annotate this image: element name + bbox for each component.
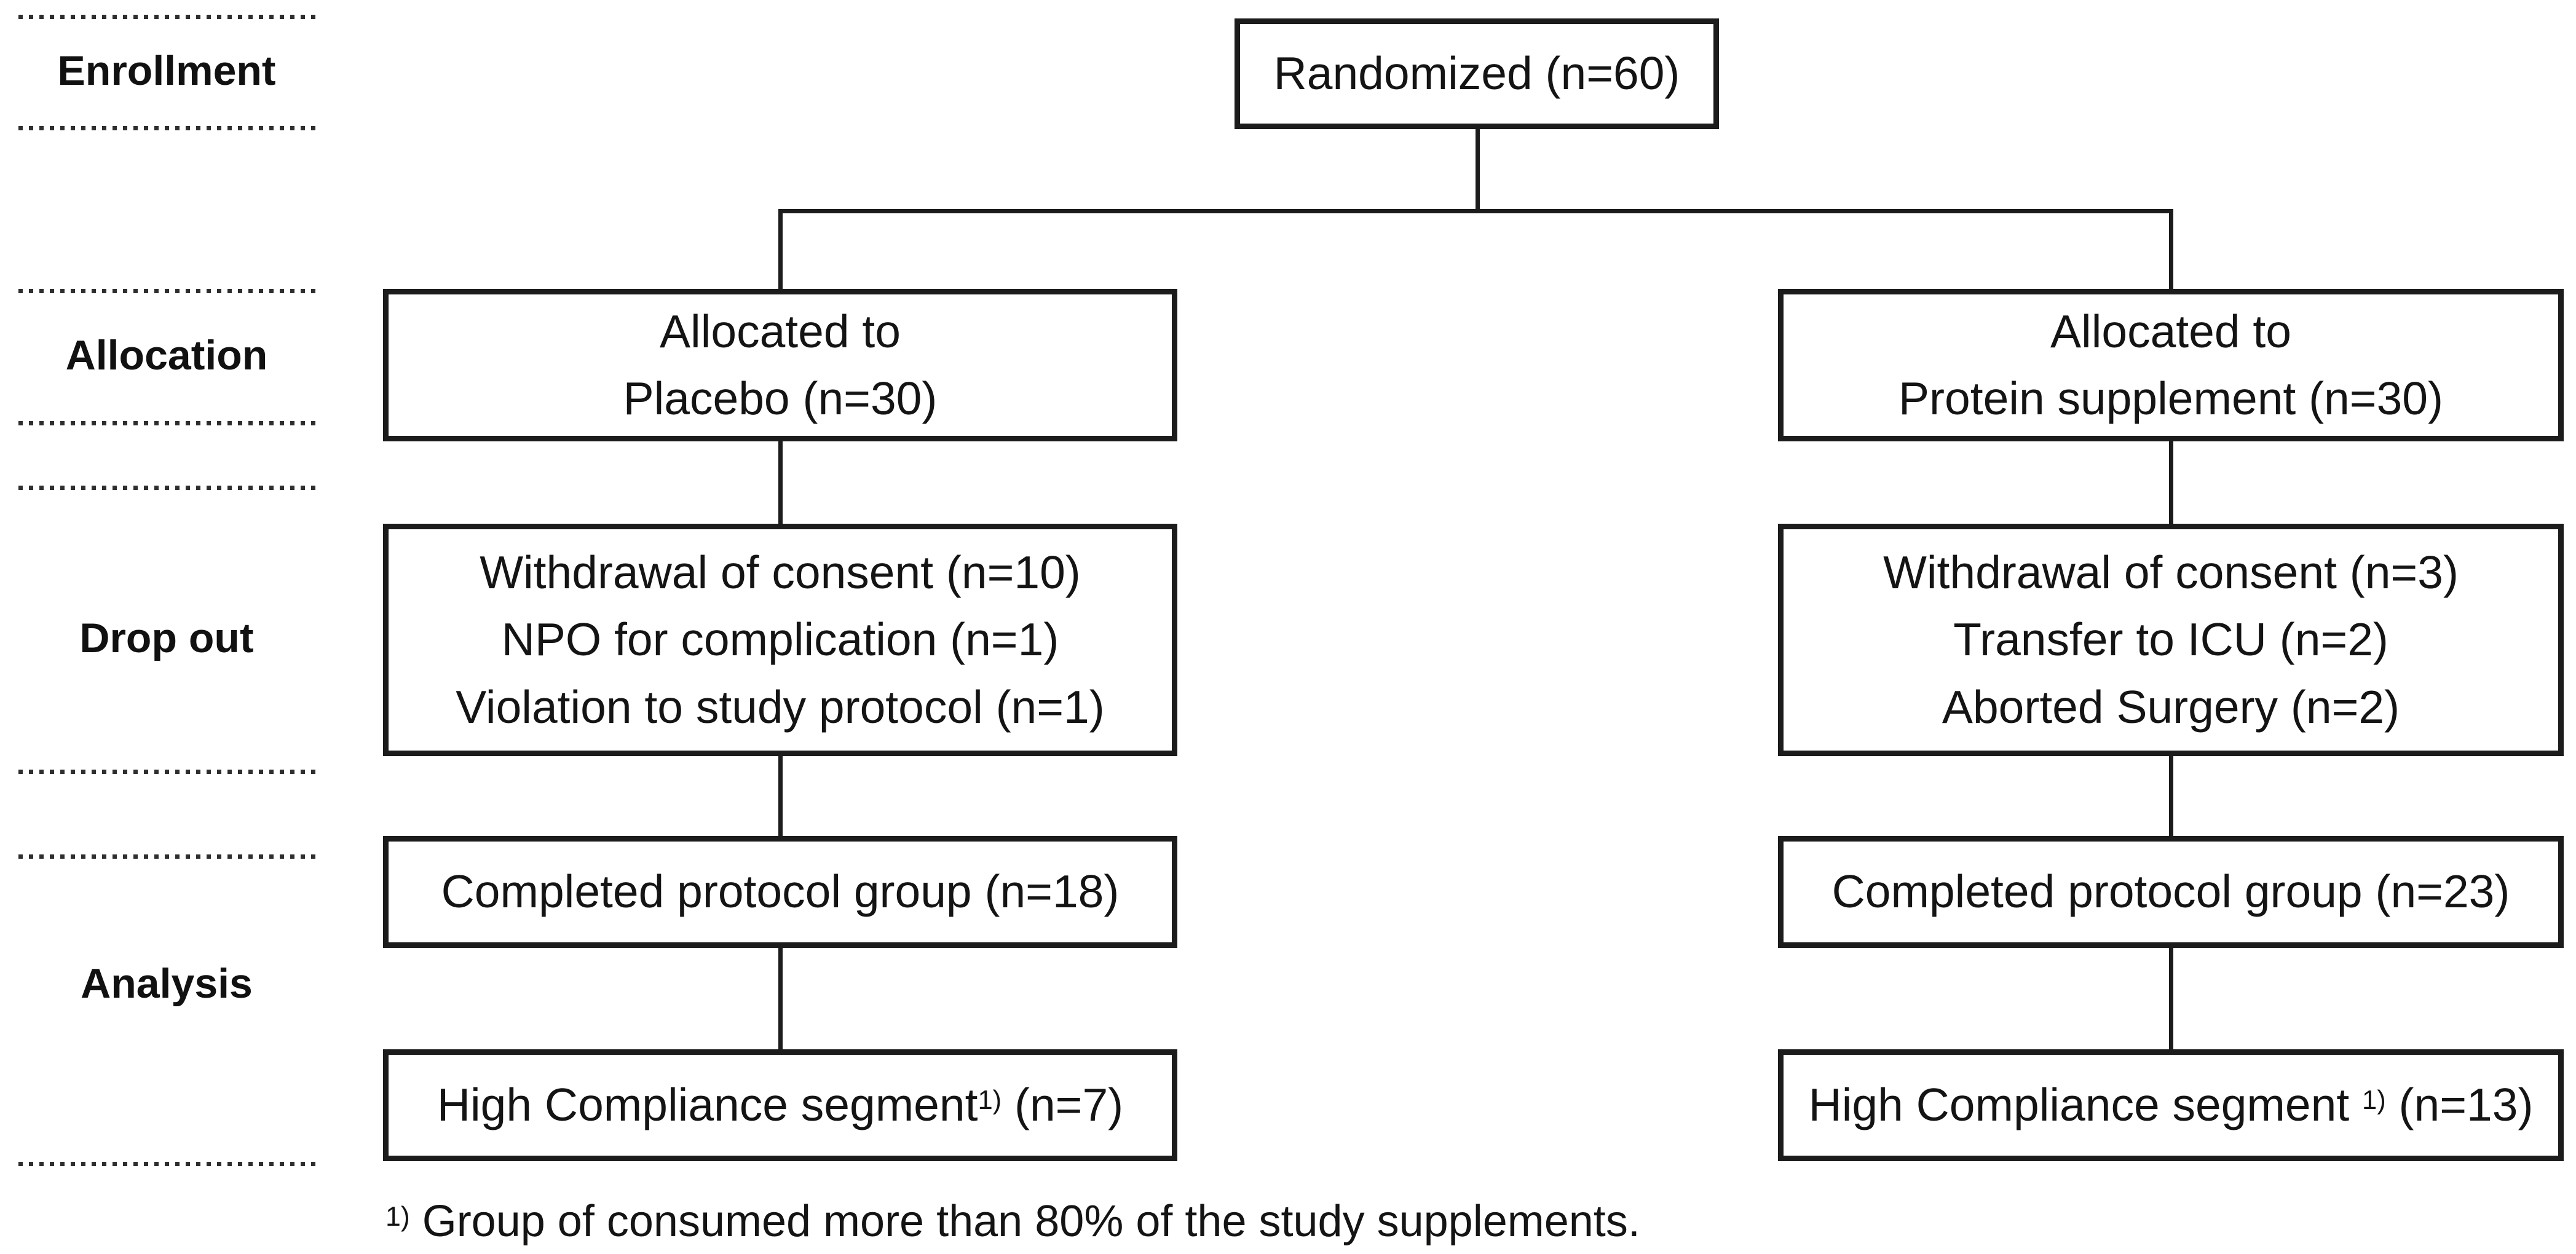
allocation-protein-line1: Allocated to	[2050, 305, 2291, 357]
completed-box-placebo: Completed protocol group (n=18)	[383, 836, 1177, 948]
dotted-separator-3	[18, 289, 317, 293]
connector-left-to-dropout	[778, 441, 783, 524]
randomized-box: Randomized (n=60)	[1235, 18, 1719, 129]
footnote-marker: 1)	[2362, 1085, 2386, 1115]
stage-label-enrollment: Enrollment	[57, 47, 276, 94]
dropout-protein-line1: Withdrawal of consent (n=3)	[1883, 546, 2459, 598]
connector-right-to-completed	[2169, 756, 2173, 836]
randomized-text: Randomized (n=60)	[1273, 47, 1680, 100]
dropout-placebo-line3: Violation to study protocol (n=1)	[456, 680, 1105, 733]
footnote-marker: 1)	[385, 1202, 410, 1232]
allocation-box-placebo: Allocated to Placebo (n=30)	[383, 289, 1177, 441]
dotted-separator-5	[18, 486, 317, 490]
allocation-placebo-line1: Allocated to	[660, 305, 901, 357]
connector-right-to-dropout	[2169, 441, 2173, 524]
dropout-protein-line2: Transfer to ICU (n=2)	[1953, 613, 2388, 666]
high-compliance-protein-text: High Compliance segment 1) (n=13)	[1808, 1079, 2534, 1131]
allocation-protein-line2: Protein supplement (n=30)	[1898, 373, 2443, 424]
completed-box-protein: Completed protocol group (n=23)	[1778, 836, 2564, 948]
dropout-box-placebo: Withdrawal of consent (n=10) NPO for com…	[383, 524, 1177, 756]
footnote-text: Group of consumed more than 80% of the s…	[409, 1197, 1640, 1246]
dropout-placebo-line2: NPO for complication (n=1)	[501, 613, 1059, 666]
dropout-placebo-line1: Withdrawal of consent (n=10)	[480, 546, 1081, 598]
dropout-protein-line3: Aborted Surgery (n=2)	[1942, 680, 2400, 733]
connector-randomized-down	[1476, 129, 1480, 213]
footnote: 1) Group of consumed more than 80% of th…	[385, 1197, 1640, 1246]
connector-left-to-completed	[778, 756, 783, 836]
connector-left-to-compliance	[778, 948, 783, 1049]
connector-right-to-allocation	[2169, 209, 2173, 289]
stage-label-allocation: Allocation	[65, 332, 268, 379]
dotted-separator-7	[18, 854, 317, 859]
high-compliance-box-protein: High Compliance segment 1) (n=13)	[1778, 1049, 2564, 1161]
connector-branch-horizontal	[778, 209, 2173, 213]
connector-right-to-compliance	[2169, 948, 2173, 1049]
completed-placebo-text: Completed protocol group (n=18)	[441, 866, 1120, 918]
allocation-box-protein: Allocated to Protein supplement (n=30)	[1778, 289, 2564, 441]
connector-left-to-allocation	[778, 209, 783, 289]
dropout-box-protein: Withdrawal of consent (n=3) Transfer to …	[1778, 524, 2564, 756]
dotted-separator-4	[18, 421, 317, 425]
high-compliance-placebo-text: High Compliance segment1) (n=7)	[437, 1079, 1124, 1131]
stage-label-dropout: Drop out	[79, 615, 254, 661]
completed-protein-text: Completed protocol group (n=23)	[1831, 866, 2510, 918]
dotted-separator-8	[18, 1162, 317, 1166]
dotted-separator-6	[18, 770, 317, 774]
allocation-placebo-line2: Placebo (n=30)	[623, 373, 938, 424]
dotted-separator-2	[18, 126, 317, 130]
dotted-separator-1	[18, 15, 317, 19]
stage-label-analysis: Analysis	[81, 960, 253, 1007]
high-compliance-box-placebo: High Compliance segment1) (n=7)	[383, 1049, 1177, 1161]
footnote-marker: 1)	[978, 1085, 1002, 1115]
